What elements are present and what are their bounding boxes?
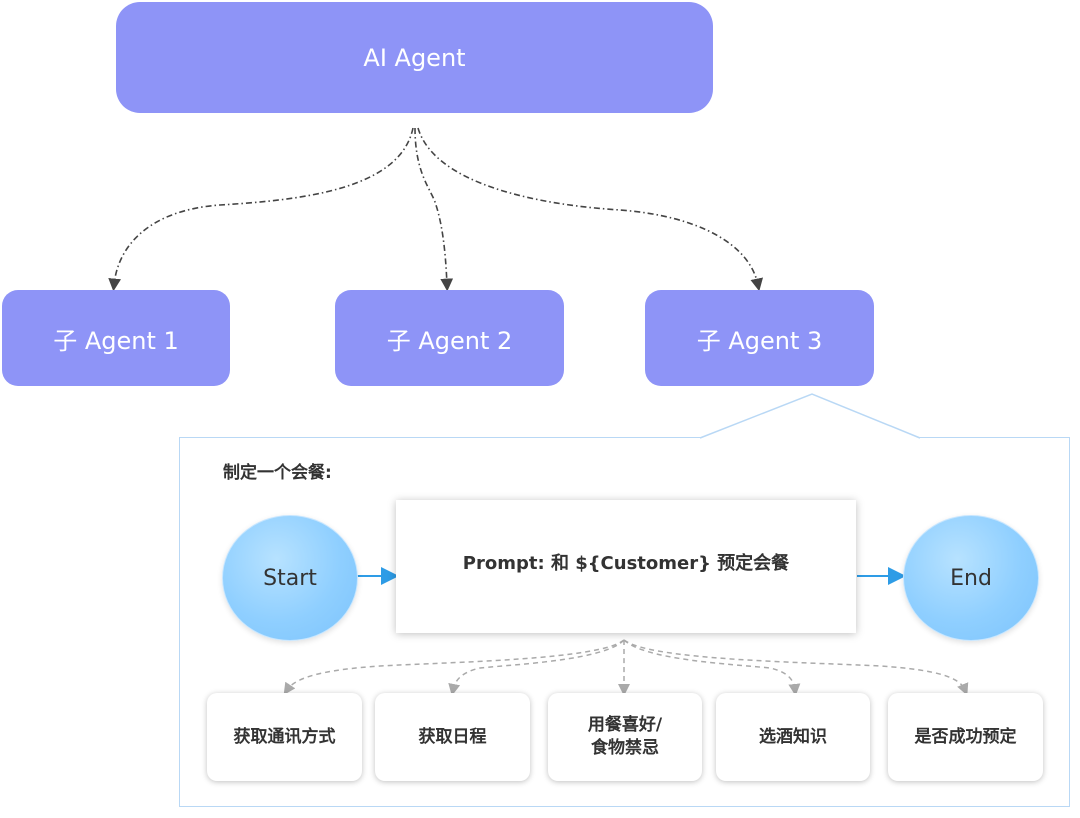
connector-root-to-sub-1 xyxy=(108,127,414,292)
sub-agent-1-label: 子 Agent 1 xyxy=(53,326,179,355)
start-label: Start xyxy=(263,565,317,591)
connector-root-to-sub-3 xyxy=(417,127,764,292)
task-get-contact: 获取通讯方式 xyxy=(207,693,362,781)
callout-notch xyxy=(699,393,921,439)
task-label: 是否成功预定 xyxy=(914,726,1017,747)
task-label: 选酒知识 xyxy=(759,726,827,747)
connector-root-to-sub-2 xyxy=(414,127,454,292)
connector-prompt-to-task-5 xyxy=(623,639,969,696)
root-agent-label: AI Agent xyxy=(363,43,466,72)
end-label: End xyxy=(950,565,992,591)
end-node: End xyxy=(903,515,1039,641)
task-get-schedule: 获取日程 xyxy=(375,693,530,781)
task-label: 获取通讯方式 xyxy=(233,726,336,747)
sub-agent-1-node: 子 Agent 1 xyxy=(2,290,230,386)
sub-agent-2-label: 子 Agent 2 xyxy=(386,326,513,355)
connector-prompt-to-task-1 xyxy=(283,639,625,695)
start-node: Start xyxy=(222,515,358,641)
prompt-text: Prompt: 和 ${Customer} 预定会餐 xyxy=(462,552,790,574)
panel-title: 制定一个会餐: xyxy=(223,463,332,483)
task-booking-success: 是否成功预定 xyxy=(888,693,1043,781)
task-label: 获取日程 xyxy=(418,726,487,747)
sub-agent-2-node: 子 Agent 2 xyxy=(335,290,564,386)
task-dining-preferences: 用餐喜好/ 食物禁忌 xyxy=(548,693,702,781)
task-wine-knowledge: 选酒知识 xyxy=(716,693,870,781)
sub-agent-3-label: 子 Agent 3 xyxy=(696,326,823,355)
sub-agent-3-node: 子 Agent 3 xyxy=(645,290,874,386)
task-label: 用餐喜好/ 食物禁忌 xyxy=(587,715,663,758)
connector-prompt-to-task-2 xyxy=(448,639,625,696)
connector-prompt-to-task-4 xyxy=(623,639,801,696)
prompt-box: Prompt: 和 ${Customer} 预定会餐 xyxy=(396,500,856,633)
root-agent-node: AI Agent xyxy=(116,2,713,113)
